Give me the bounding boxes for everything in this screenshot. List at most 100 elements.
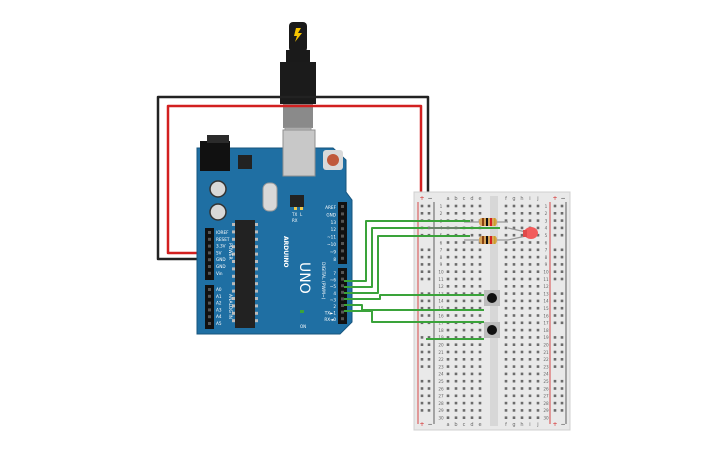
- rail-hole[interactable]: [553, 387, 557, 390]
- breadboard-hole[interactable]: [478, 277, 482, 281]
- rail-hole[interactable]: [427, 204, 431, 208]
- rail-hole[interactable]: [420, 204, 424, 208]
- header-hole[interactable]: [208, 231, 211, 234]
- resistor-2[interactable]: [464, 236, 508, 244]
- breadboard-hole[interactable]: [470, 255, 474, 259]
- rail-hole[interactable]: [427, 379, 431, 383]
- rail-hole[interactable]: [553, 204, 557, 208]
- breadboard-hole[interactable]: [520, 314, 524, 317]
- rail-hole[interactable]: [420, 387, 424, 390]
- breadboard-hole[interactable]: [478, 299, 482, 303]
- breadboard-hole[interactable]: [536, 387, 540, 390]
- breadboard-hole[interactable]: [520, 372, 524, 376]
- rail-hole[interactable]: [427, 292, 431, 295]
- breadboard-hole[interactable]: [454, 379, 458, 383]
- breadboard-hole[interactable]: [462, 394, 466, 398]
- breadboard-hole[interactable]: [470, 358, 474, 361]
- breadboard-hole[interactable]: [520, 263, 524, 266]
- breadboard-hole[interactable]: [520, 255, 524, 259]
- rail-hole[interactable]: [560, 409, 564, 412]
- breadboard-hole[interactable]: [528, 387, 532, 390]
- rail-hole[interactable]: [560, 219, 564, 222]
- breadboard-hole[interactable]: [470, 314, 474, 317]
- breadboard-hole[interactable]: [446, 204, 450, 208]
- reset-button[interactable]: [327, 154, 339, 166]
- rail-hole[interactable]: [560, 263, 564, 266]
- breadboard-hole[interactable]: [528, 292, 532, 295]
- breadboard-hole[interactable]: [446, 263, 450, 266]
- breadboard-hole[interactable]: [536, 219, 540, 222]
- rail-hole[interactable]: [553, 321, 557, 325]
- breadboard-hole[interactable]: [454, 387, 458, 390]
- breadboard-hole[interactable]: [478, 292, 482, 295]
- rail-hole[interactable]: [420, 314, 424, 317]
- breadboard-hole[interactable]: [520, 226, 524, 230]
- header-hole[interactable]: [208, 315, 211, 319]
- breadboard-hole[interactable]: [470, 416, 474, 419]
- breadboard-hole[interactable]: [520, 416, 524, 419]
- breadboard-hole[interactable]: [520, 394, 524, 398]
- breadboard-hole[interactable]: [528, 204, 532, 208]
- breadboard-hole[interactable]: [512, 394, 516, 398]
- breadboard-hole[interactable]: [504, 263, 508, 266]
- breadboard-hole[interactable]: [504, 401, 508, 405]
- breadboard-hole[interactable]: [512, 372, 516, 376]
- breadboard-hole[interactable]: [504, 336, 508, 339]
- breadboard-hole[interactable]: [446, 314, 450, 317]
- rail-hole[interactable]: [427, 212, 431, 215]
- rail-hole[interactable]: [427, 350, 431, 354]
- breadboard-hole[interactable]: [462, 204, 466, 208]
- breadboard-hole[interactable]: [470, 277, 474, 281]
- rail-hole[interactable]: [427, 387, 431, 390]
- resistor-1[interactable]: [464, 218, 508, 226]
- breadboard-hole[interactable]: [470, 372, 474, 376]
- breadboard-hole[interactable]: [536, 226, 540, 230]
- breadboard-hole[interactable]: [454, 358, 458, 361]
- breadboard-hole[interactable]: [446, 306, 450, 310]
- rail-hole[interactable]: [553, 314, 557, 317]
- breadboard-hole[interactable]: [520, 277, 524, 281]
- breadboard-hole[interactable]: [504, 226, 508, 230]
- breadboard-hole[interactable]: [446, 358, 450, 361]
- breadboard-hole[interactable]: [470, 365, 474, 368]
- breadboard-hole[interactable]: [520, 306, 524, 310]
- breadboard-hole[interactable]: [520, 387, 524, 390]
- breadboard-hole[interactable]: [504, 379, 508, 383]
- breadboard-hole[interactable]: [536, 379, 540, 383]
- breadboard-hole[interactable]: [512, 277, 516, 281]
- breadboard-hole[interactable]: [470, 409, 474, 412]
- breadboard-hole[interactable]: [504, 248, 508, 252]
- breadboard-hole[interactable]: [528, 350, 532, 354]
- breadboard-hole[interactable]: [454, 248, 458, 252]
- rail-hole[interactable]: [420, 350, 424, 354]
- breadboard-hole[interactable]: [528, 379, 532, 383]
- breadboard-hole[interactable]: [528, 416, 532, 419]
- breadboard-hole[interactable]: [462, 285, 466, 288]
- header-hole[interactable]: [341, 205, 344, 208]
- rail-hole[interactable]: [427, 299, 431, 303]
- rail-hole[interactable]: [427, 270, 431, 273]
- breadboard-hole[interactable]: [512, 285, 516, 288]
- breadboard-hole[interactable]: [446, 379, 450, 383]
- breadboard-hole[interactable]: [470, 248, 474, 252]
- rail-hole[interactable]: [553, 401, 557, 405]
- rail-hole[interactable]: [553, 219, 557, 222]
- breadboard-hole[interactable]: [528, 306, 532, 310]
- breadboard-hole[interactable]: [528, 409, 532, 412]
- breadboard-hole[interactable]: [536, 314, 540, 317]
- rail-hole[interactable]: [560, 379, 564, 383]
- breadboard-hole[interactable]: [462, 241, 466, 244]
- rail-hole[interactable]: [420, 394, 424, 398]
- breadboard-hole[interactable]: [454, 299, 458, 303]
- rail-hole[interactable]: [420, 343, 424, 346]
- rail-hole[interactable]: [560, 255, 564, 259]
- rail-hole[interactable]: [560, 306, 564, 310]
- breadboard-hole[interactable]: [536, 350, 540, 354]
- breadboard-hole[interactable]: [512, 219, 516, 222]
- rail-hole[interactable]: [427, 248, 431, 252]
- breadboard-hole[interactable]: [512, 328, 516, 332]
- rail-hole[interactable]: [560, 365, 564, 368]
- breadboard-hole[interactable]: [536, 401, 540, 405]
- breadboard-hole[interactable]: [446, 270, 450, 273]
- breadboard-hole[interactable]: [470, 212, 474, 215]
